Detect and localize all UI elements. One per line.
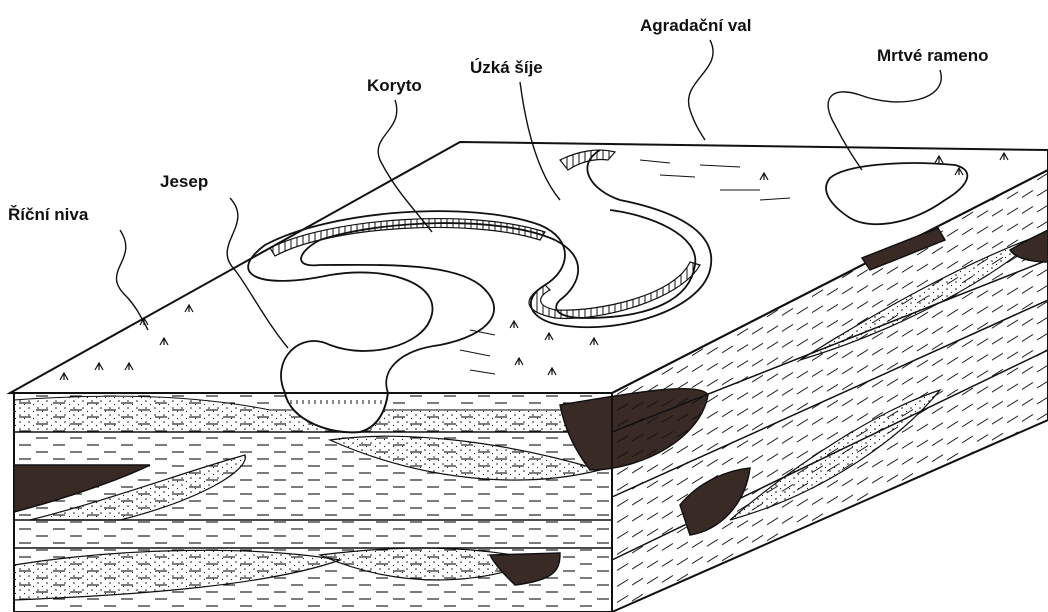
label-oxbow-lake: Mrtvé rameno <box>877 46 988 66</box>
label-natural-levee: Agradační val <box>640 16 752 36</box>
label-meander-neck: Úzká šíje <box>470 58 543 78</box>
label-channel: Koryto <box>367 76 422 96</box>
leader-natural-levee <box>689 40 714 140</box>
leader-floodplain <box>116 230 148 330</box>
label-point-bar: Jesep <box>160 172 208 192</box>
label-floodplain: Říční niva <box>8 205 88 225</box>
block-front-face <box>14 389 708 612</box>
